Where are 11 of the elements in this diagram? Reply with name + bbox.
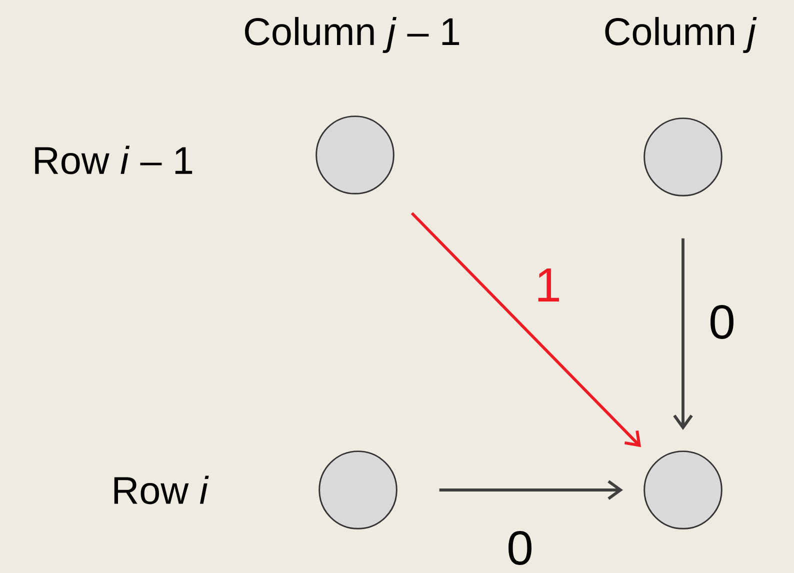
- edge-label: 0: [707, 304, 737, 340]
- arrow: [673, 238, 693, 430]
- circle-node: [316, 116, 394, 194]
- circle-node: [644, 118, 722, 196]
- arrow: [410, 212, 642, 448]
- row-label: Row i – 1: [35, 146, 192, 174]
- arrow: [439, 480, 623, 500]
- circle-node: [644, 450, 722, 530]
- circle-node: [318, 450, 398, 530]
- edge-label: 1: [533, 267, 563, 303]
- edge-label: 0: [505, 530, 535, 566]
